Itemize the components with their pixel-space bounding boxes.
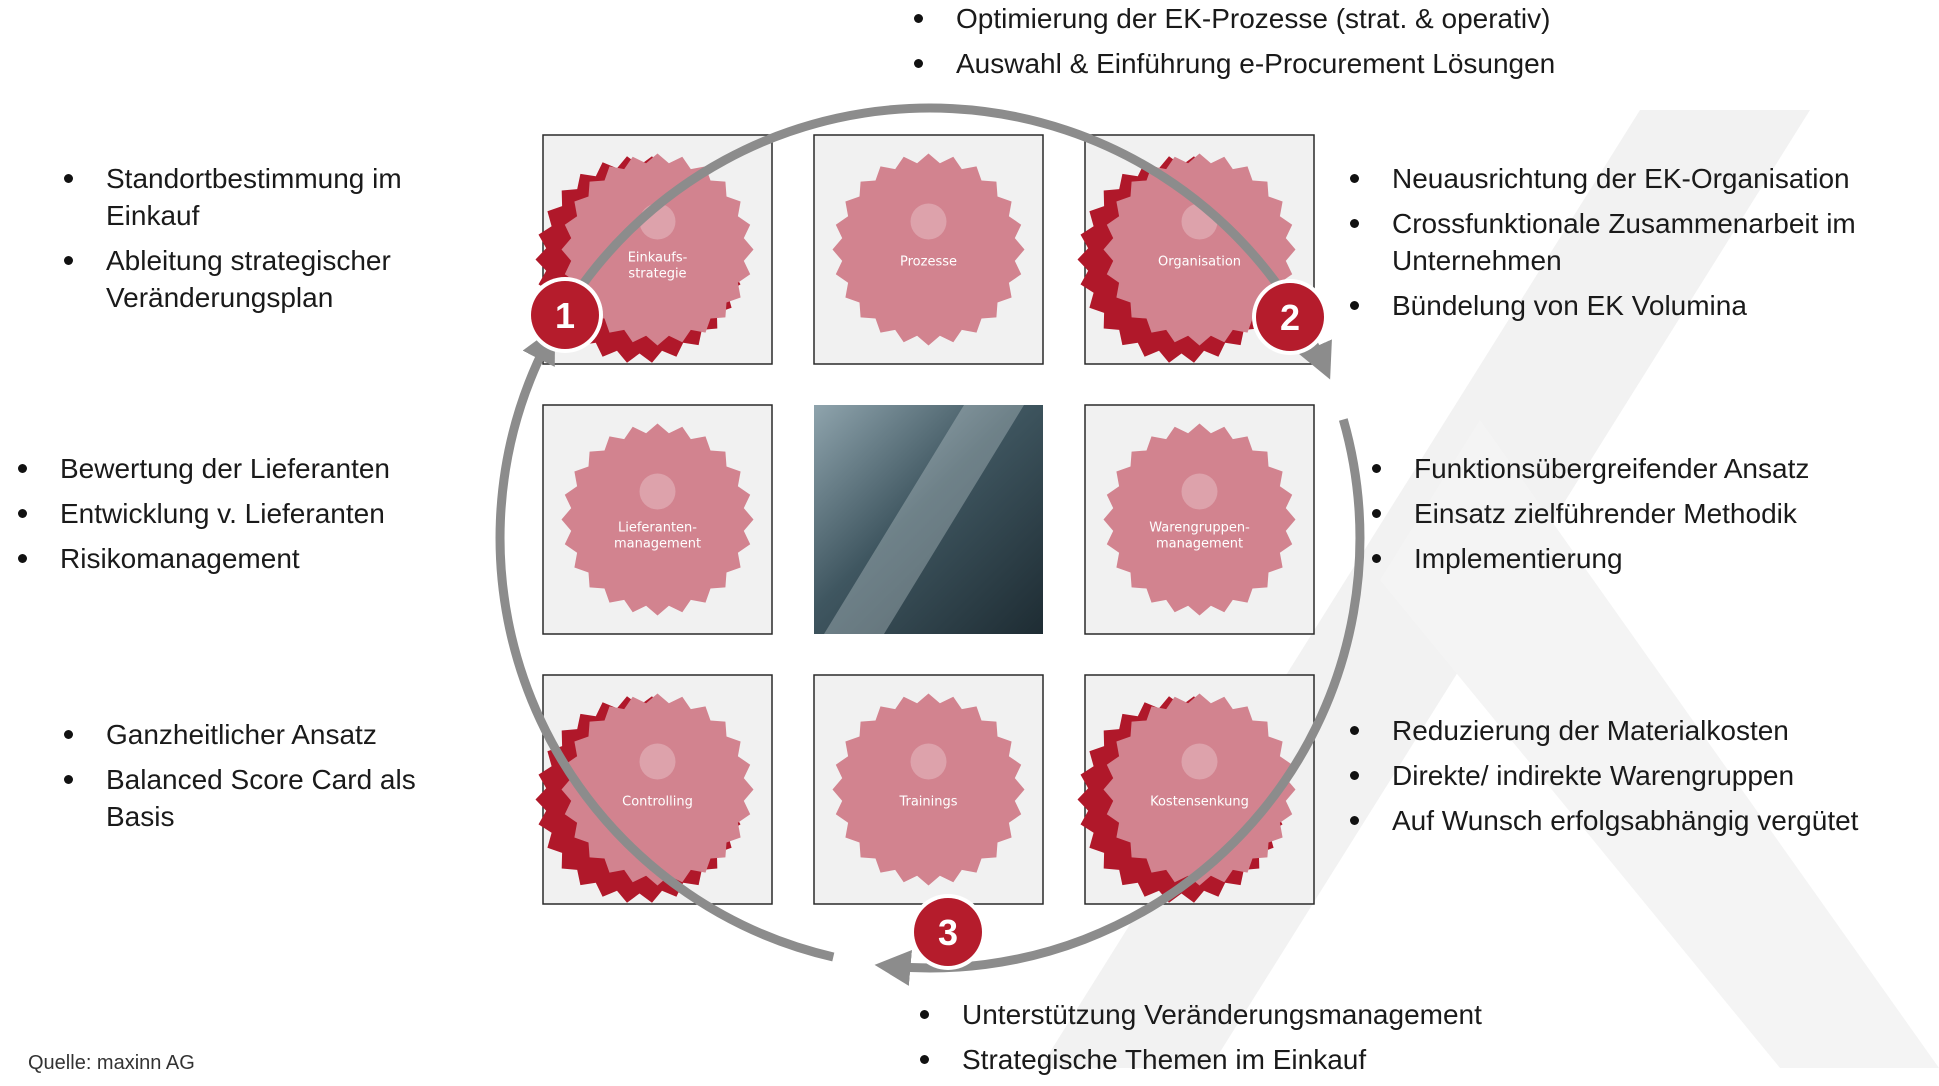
gear-icon bbox=[561, 153, 754, 346]
tile-einkaufsstrategie: Einkaufs-strategie bbox=[535, 134, 773, 365]
bar-chart-icon bbox=[639, 743, 676, 780]
tile-trainings: Trainings bbox=[813, 674, 1044, 905]
gear-icon bbox=[1103, 153, 1296, 346]
bullet-item: Entwicklung v. Lieferanten bbox=[16, 495, 476, 532]
gear-icon bbox=[561, 693, 754, 886]
tile-label: Controlling bbox=[622, 795, 693, 810]
bullet-item: Strategische Themen im Einkauf bbox=[918, 1041, 1618, 1078]
supplier-icon bbox=[639, 473, 676, 510]
bullet-item: Unterstützung Veränderungsmanagement bbox=[918, 996, 1618, 1033]
people-icon bbox=[910, 743, 947, 780]
chevrons-icon bbox=[910, 203, 947, 240]
step-badge-3: 3 bbox=[910, 894, 986, 970]
bullet-item: Crossfunktionale Zusammenarbeit im Unter… bbox=[1348, 205, 1939, 279]
tile-warengruppenmanagement: Warengruppen-management bbox=[1084, 404, 1315, 635]
tile-lieferantenmanagement: Lieferanten-management bbox=[542, 404, 773, 635]
step-number: 3 bbox=[938, 912, 958, 953]
bullet-item: Reduzierung der Materialkosten bbox=[1348, 712, 1939, 749]
gear-icon bbox=[1103, 693, 1296, 886]
center-photo bbox=[814, 405, 1043, 634]
tile-prozesse: Prozesse bbox=[813, 134, 1044, 365]
bullet-item: Auswahl & Einführung e-Procurement Lösun… bbox=[912, 45, 1672, 82]
x-logo-icon bbox=[824, 405, 1024, 634]
bullet-item: Ableitung strategischer Veränderungsplan bbox=[62, 242, 482, 316]
step-badge-2: 2 bbox=[1252, 279, 1328, 355]
tile-label: Kostensenkung bbox=[1150, 795, 1249, 810]
bullet-item: Bewertung der Lieferanten bbox=[16, 450, 476, 487]
bullet-item: Direkte/ indirekte Warengruppen bbox=[1348, 757, 1939, 794]
bullet-item: Risikomanagement bbox=[16, 540, 476, 577]
bullet-item: Auf Wunsch erfolgsabhängig vergütet bbox=[1348, 802, 1939, 839]
tile-label: Trainings bbox=[898, 795, 957, 810]
gear-icon bbox=[832, 693, 1025, 886]
bullet-item: Ganzheitlicher Ansatz bbox=[62, 716, 482, 753]
matrix-icon bbox=[1181, 473, 1218, 510]
gear-icon bbox=[1103, 423, 1296, 616]
tile-label: Prozesse bbox=[900, 255, 957, 270]
gear-icon bbox=[561, 423, 754, 616]
step-number: 2 bbox=[1280, 297, 1300, 338]
tile-label: strategie bbox=[628, 267, 686, 282]
bullet-item: Einsatz zielführender Methodik bbox=[1370, 495, 1939, 532]
bullet-item: Balanced Score Card als Basis bbox=[62, 761, 482, 835]
tile-label: Einkaufs- bbox=[628, 251, 688, 266]
bullet-item: Neuausrichtung der EK-Organisation bbox=[1348, 160, 1939, 197]
tile-organisation: Organisation bbox=[1077, 134, 1315, 365]
bullets-top: Optimierung der EK-Prozesse (strat. & op… bbox=[912, 0, 1672, 90]
bullet-item: Standortbestimmung im Einkauf bbox=[62, 160, 482, 234]
bullet-item: Optimierung der EK-Prozesse (strat. & op… bbox=[912, 0, 1672, 37]
euro-icon bbox=[1181, 743, 1218, 780]
step-badge-1: 1 bbox=[527, 277, 603, 353]
bullet-item: Implementierung bbox=[1370, 540, 1939, 577]
tile-label: Organisation bbox=[1158, 255, 1241, 270]
cycle-arrow-2-to-3 bbox=[874, 418, 1365, 986]
tile-label: Lieferanten- bbox=[618, 521, 697, 536]
tile-center bbox=[814, 405, 1043, 634]
bullet-item: Bündelung von EK Volumina bbox=[1348, 287, 1939, 324]
bullet-item: Funktionsübergreifender Ansatz bbox=[1370, 450, 1939, 487]
source-note: Quelle: maxinn AG bbox=[28, 1052, 195, 1074]
cycle-arrow-1-to-2 bbox=[553, 103, 1332, 380]
gear-icon bbox=[832, 153, 1025, 346]
tile-label: management bbox=[1156, 537, 1243, 552]
tile-label: management bbox=[614, 537, 701, 552]
step-number: 1 bbox=[555, 295, 575, 336]
tile-label: Warengruppen- bbox=[1149, 521, 1250, 536]
tile-controlling: Controlling bbox=[535, 674, 773, 905]
cycle-arrow-3-to-1 bbox=[495, 326, 835, 962]
